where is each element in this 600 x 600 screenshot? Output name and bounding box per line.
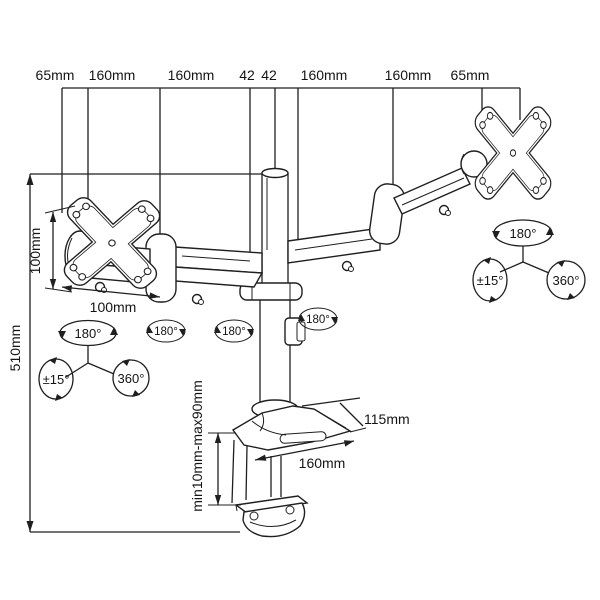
- left-pan-label: 180°: [75, 326, 102, 341]
- clamp-range-dimension: min10mm-max90mm: [189, 380, 241, 512]
- right-rotation-cluster: 180° ±15° 360°: [472, 219, 586, 303]
- right-tilt-label: ±15°: [477, 273, 504, 288]
- thumb-screw: [341, 260, 354, 272]
- joint-rotation-left: 180°: [146, 319, 186, 343]
- thumb-screw: [438, 204, 451, 216]
- dim-base-width: 160mm: [299, 455, 346, 471]
- joint-rotation-center: 180°: [214, 319, 254, 343]
- desk-clamp: [231, 439, 309, 538]
- pole-height-dimension: 510mm: [7, 173, 262, 533]
- joint-rotation-label: 180°: [154, 326, 178, 338]
- dim-top-42-right: 42: [261, 67, 277, 83]
- left-tilt-label: ±15°: [43, 372, 70, 387]
- right-rotate-label: 360°: [553, 273, 580, 288]
- dim-vesa-width: 100mm: [90, 299, 137, 315]
- dim-vesa-height: 100mm: [27, 228, 43, 275]
- dim-top-65-right: 65mm: [451, 67, 490, 83]
- right-pan-label: 180°: [510, 226, 537, 241]
- dim-top-160-3: 160mm: [301, 67, 348, 83]
- dim-top-160-1: 160mm: [89, 67, 136, 83]
- dim-base-depth: 115mm: [364, 411, 410, 427]
- left-rotate-label: 360°: [118, 371, 145, 386]
- pole: [239, 167, 306, 410]
- base-width-dimension: 160mm: [254, 440, 355, 471]
- right-arm: [287, 150, 488, 272]
- base-depth-dimension: 115mm: [301, 397, 410, 433]
- joint-rotation-label: 180°: [222, 326, 246, 338]
- desk-base: [231, 399, 352, 451]
- dim-top-42-left: 42: [239, 67, 255, 83]
- dim-pole-height: 510mm: [7, 325, 23, 372]
- left-rotation-cluster: 180° ±15° 360°: [38, 319, 150, 401]
- thumb-screw: [191, 293, 204, 305]
- dim-clamp-range: min10mm-max90mm: [189, 380, 205, 511]
- dim-top-160-4: 160mm: [385, 67, 432, 83]
- right-arm-elbow: [368, 183, 406, 245]
- joint-rotation-label: 180°: [306, 314, 330, 326]
- dim-top-65-left: 65mm: [36, 67, 75, 83]
- right-vesa-plate: [474, 106, 552, 200]
- top-dimension-line: 65mm 160mm 160mm 42 42 160mm 160mm 65mm: [36, 67, 521, 266]
- dim-top-160-2: 160mm: [168, 67, 215, 83]
- left-vesa-dimensions: 100mm 100mm: [27, 205, 161, 315]
- left-vesa-plate: [63, 197, 161, 289]
- joint-rotation-right: 180°: [298, 307, 338, 331]
